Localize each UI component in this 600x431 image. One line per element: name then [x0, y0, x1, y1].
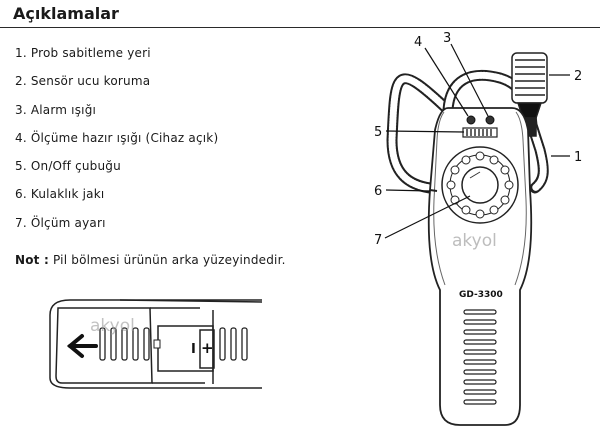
callout-4: 4: [414, 35, 422, 50]
note-label: Not :: [15, 253, 49, 267]
list-item: 7. Ölçüm ayarı: [15, 215, 106, 230]
battery-watermark: akyol: [90, 316, 135, 336]
callout-1: 1: [574, 150, 582, 165]
battery-note: Not : Pil bölmesi ürünün arka yüzeyinded…: [15, 253, 286, 267]
parts-list: 1. Prob sabitleme yeri 2. Sensör ucu kor…: [15, 45, 218, 243]
battery-plus-sign: +: [201, 339, 214, 357]
note-text: Pil bölmesi ürünün arka yüzeyindedir.: [49, 253, 286, 267]
list-item: 1. Prob sabitleme yeri: [15, 46, 151, 60]
list-item: 5. On/Off çubuğu: [15, 159, 121, 174]
callout-2: 2: [574, 69, 582, 84]
battery-minus-sign: I: [191, 342, 196, 357]
device-watermark: akyol: [452, 231, 497, 251]
list-item: 2. Sensör ucu koruma: [15, 74, 151, 89]
list-item: 6. Kulaklık jakı: [15, 187, 105, 202]
callout-7: 7: [374, 233, 382, 248]
list-item: 4. Ölçüme hazır ışığı (Cihaz açık): [15, 130, 219, 145]
device-model-label: GD-3300: [459, 290, 503, 300]
page-title: Açıklamalar: [13, 4, 119, 23]
callout-5: 5: [374, 125, 382, 140]
callout-6: 6: [374, 184, 382, 199]
list-item: 3. Alarm ışığı: [15, 102, 97, 117]
title-divider: [0, 27, 600, 28]
slide-arrow-icon: [66, 334, 98, 358]
callout-3: 3: [443, 31, 451, 46]
